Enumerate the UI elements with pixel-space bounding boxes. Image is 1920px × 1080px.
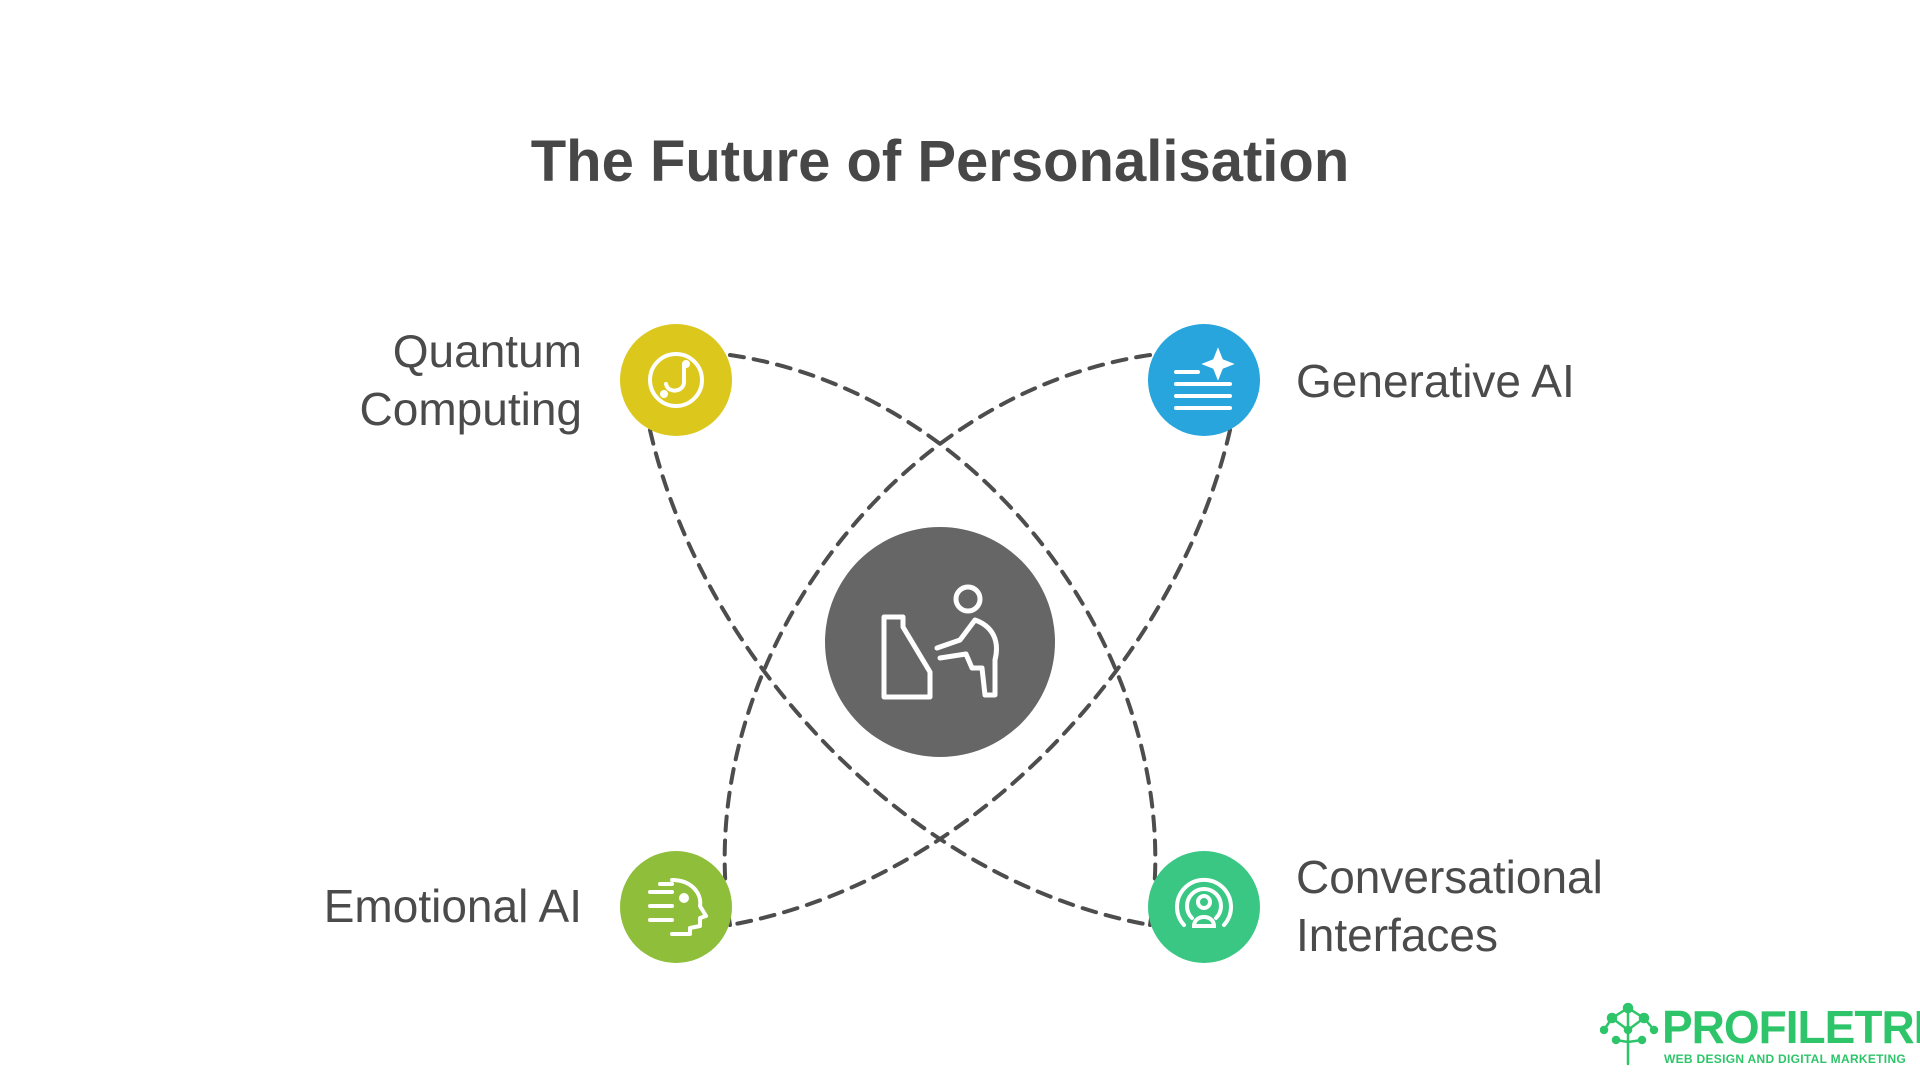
ai-head-icon <box>648 878 708 936</box>
generative-text-sparkle-icon <box>1174 347 1235 410</box>
node-quantum-computing[interactable] <box>620 324 732 436</box>
label-quantum-computing: Quantum Computing <box>300 322 582 438</box>
arc-generative-to-emotional <box>722 353 1152 927</box>
node-circle <box>620 324 732 436</box>
node-generative-ai[interactable] <box>1148 324 1260 436</box>
center-circle <box>825 527 1055 757</box>
label-line: Conversational <box>1296 851 1603 903</box>
center-node <box>825 527 1055 757</box>
label-emotional-ai: Emotional AI <box>240 877 582 935</box>
label-line: Quantum <box>392 325 582 377</box>
label-conversational-interfaces: Conversational Interfaces <box>1296 848 1716 964</box>
node-conversational-interfaces[interactable] <box>1148 851 1260 963</box>
profiletree-logo: PROFILETREE WEB DESIGN AND DIGITAL MARKE… <box>1600 1000 1920 1070</box>
arc-quantum-to-emotional-via-center <box>648 428 1152 927</box>
label-generative-ai: Generative AI <box>1296 352 1716 410</box>
node-circle <box>620 851 732 963</box>
label-line: Generative AI <box>1296 355 1575 407</box>
page-title: The Future of Personalisation <box>530 129 1350 194</box>
arc-generative-to-conversational-via-center <box>728 428 1232 927</box>
quantum-circle-icon <box>648 352 704 408</box>
logo-tagline: WEB DESIGN AND DIGITAL MARKETING <box>1664 1052 1907 1066</box>
node-emotional-ai[interactable] <box>620 851 732 963</box>
label-line: Interfaces <box>1296 909 1498 961</box>
connector-arcs <box>648 353 1232 927</box>
node-circle <box>1148 324 1260 436</box>
label-line: Emotional AI <box>323 880 582 932</box>
arc-quantum-to-conversational <box>728 353 1158 927</box>
label-line: Computing <box>359 383 582 435</box>
tree-network-icon <box>1600 1002 1659 1066</box>
broadcast-person-icon <box>1175 877 1233 928</box>
logo-wordmark: PROFILETREE <box>1662 1001 1920 1053</box>
person-at-kiosk-icon <box>881 584 999 700</box>
